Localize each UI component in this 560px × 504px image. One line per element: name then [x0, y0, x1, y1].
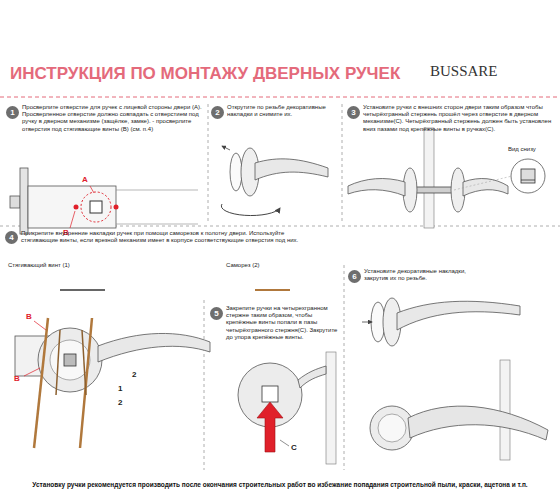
step-text: Прикрепите внутренние накладки ручек при…: [21, 230, 321, 244]
step-number: 3: [347, 106, 360, 119]
step-text: Открутите по резьбе декоративные накладк…: [227, 104, 335, 118]
brand-logo: BUSSARE: [430, 62, 498, 80]
step-number: 2: [211, 106, 224, 119]
part-name: Саморез (2): [226, 262, 260, 269]
step-text: Установите декоративные накладки, закрут…: [364, 268, 484, 282]
part-letter: B: [14, 374, 20, 384]
part-letter: B: [26, 312, 32, 322]
step-number-text: 2: [215, 108, 219, 117]
callout-number: 2: [118, 398, 122, 408]
footer-note: Установку ручки рекомендуется производит…: [10, 481, 550, 489]
step-number: 6: [348, 270, 361, 283]
step-number: 5: [210, 307, 223, 320]
part-letter: A: [82, 175, 88, 185]
step-text: Закрепите ручки на четырехгранном стержн…: [226, 305, 340, 341]
step-text: Просверлите отверстие для ручек с лицево…: [22, 104, 205, 133]
step-number: 1: [6, 106, 19, 119]
step-number-text: 3: [351, 108, 355, 117]
step-number-text: 1: [10, 108, 14, 117]
part-letter: C: [291, 443, 297, 453]
callout-number: 1: [118, 384, 122, 394]
part-name: Стягивающий винт (1): [8, 262, 70, 269]
step-number-text: 5: [214, 309, 218, 318]
step-number-text: 6: [352, 272, 356, 281]
step-number-text: 4: [9, 233, 13, 242]
sheet-title: ИНСТРУКЦИЯ ПО МОНТАЖУ ДВЕРНЫХ РУЧЕК: [10, 64, 400, 84]
view-note: Вид снизу: [508, 146, 536, 153]
step-number: 4: [5, 231, 18, 244]
step-text: Установите ручки с внешних сторон двери …: [363, 104, 553, 133]
callout-number: 2: [132, 370, 136, 380]
